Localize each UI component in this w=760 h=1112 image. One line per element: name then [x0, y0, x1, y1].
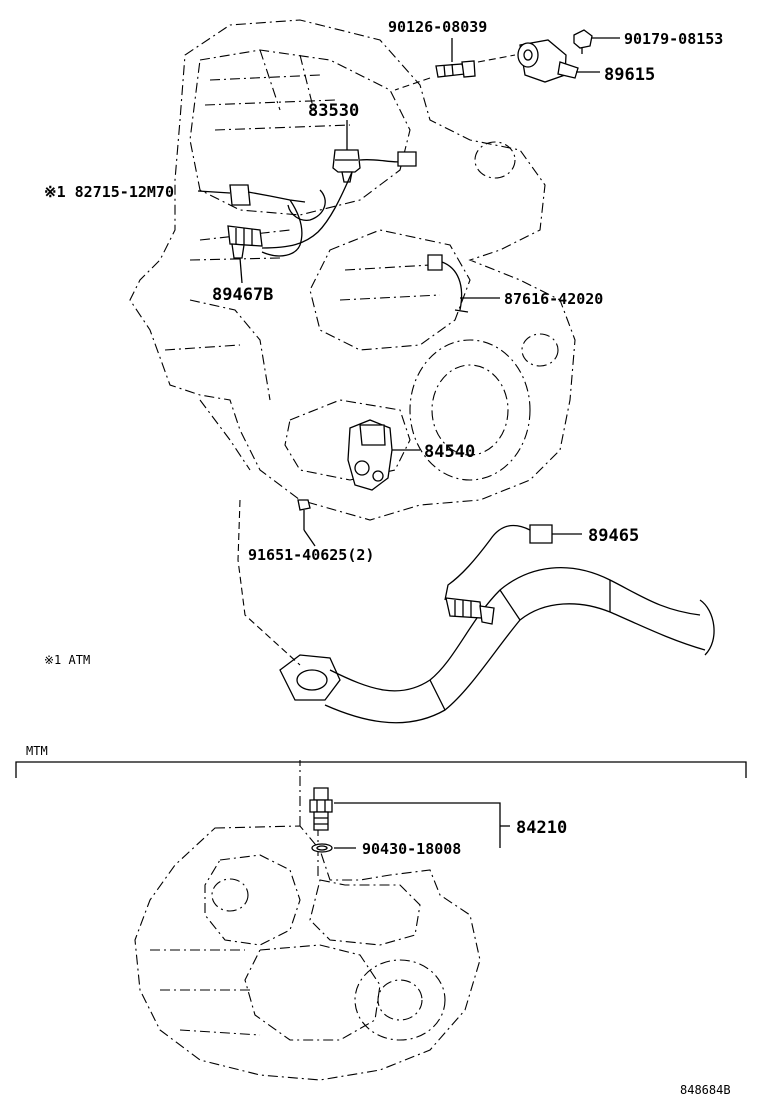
oxygen-sensor-89465 — [444, 524, 553, 625]
label-87616-42020: 87616-42020 — [504, 290, 603, 308]
back-up-light-switch-84210 — [309, 787, 333, 831]
label-90179-08153: 90179-08153 — [624, 30, 723, 48]
part-number-labels: 90126-08039 90179-08153 89615 83530 ※1 8… — [44, 18, 723, 858]
bolt-91651 — [297, 499, 311, 530]
atm-note: ※1 ATM — [44, 653, 90, 667]
diagram-notes: ※1 ATM MTM 848684B — [26, 653, 731, 1097]
oil-pressure-switch-83530 — [332, 149, 417, 183]
gasket-90430 — [311, 843, 333, 853]
air-fuel-sensor-89467b — [227, 171, 353, 259]
label-84540: 84540 — [424, 442, 475, 462]
wire-clamp-87616 — [427, 254, 469, 313]
label-89467b: 89467B — [212, 285, 273, 305]
figure-code: 848684B — [680, 1083, 731, 1097]
label-89615: 89615 — [604, 65, 655, 85]
label-83530: 83530 — [308, 101, 359, 121]
bolt-90179 — [573, 29, 593, 54]
label-84210: 84210 — [516, 818, 567, 838]
neutral-start-switch-84540 — [347, 419, 393, 491]
manual-transaxle-ghost — [134, 760, 481, 1081]
stud-bolt-90126 — [394, 60, 476, 91]
label-89465: 89465 — [588, 526, 639, 546]
engine-assembly-ghost — [129, 19, 576, 521]
label-90126-08039: 90126-08039 — [388, 18, 487, 36]
label-90430-18008: 90430-18008 — [362, 840, 461, 858]
label-82715-12m70: ※1 82715-12M70 — [44, 183, 174, 201]
exhaust-pipe — [237, 499, 715, 724]
knock-sensor-89615 — [477, 39, 579, 83]
label-91651-40625: 91651-40625(2) — [248, 546, 374, 564]
mtm-section-label: MTM — [26, 744, 48, 758]
mtm-section-divider — [15, 761, 747, 778]
upper-leader-lines — [197, 37, 620, 547]
lower-leader-lines — [334, 802, 510, 849]
